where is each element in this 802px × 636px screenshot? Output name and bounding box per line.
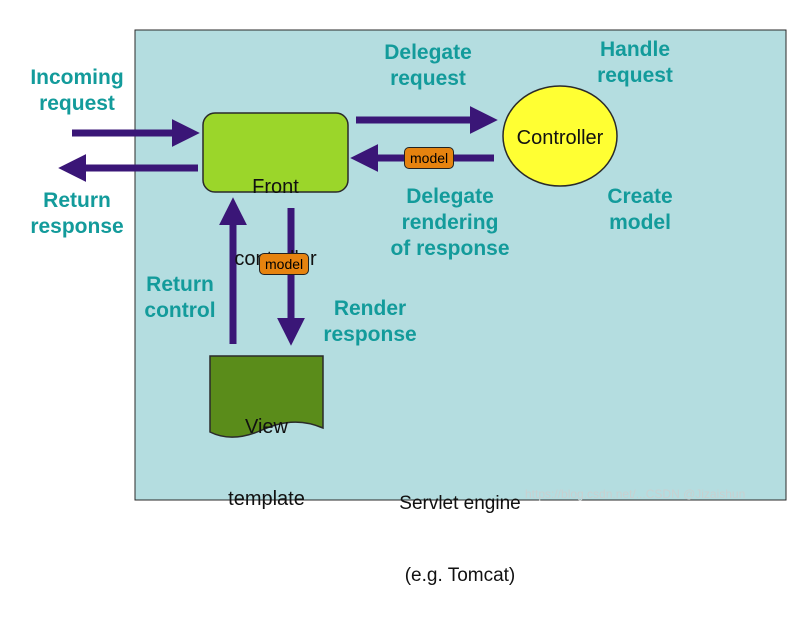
watermark-text: https://blog.csdn.net/...CSDN @Jizaishun bbox=[525, 487, 746, 501]
model-badge-top: model bbox=[404, 147, 455, 169]
label-incoming-request: Incoming request bbox=[30, 66, 124, 115]
view-template-text: View template bbox=[210, 367, 323, 559]
controller-label: Controller bbox=[516, 127, 604, 149]
controller-circle bbox=[502, 85, 618, 187]
view-template-line2: template bbox=[228, 488, 305, 510]
view-template-shape bbox=[209, 355, 324, 438]
model-badge-bottom: model bbox=[259, 253, 310, 275]
diagram-canvas: Front controller Controller View templat… bbox=[30, 29, 787, 586]
label-return-control: Return control bbox=[144, 273, 216, 322]
label-create-model: Create model bbox=[607, 185, 673, 234]
label-render-response: Render response bbox=[323, 297, 417, 346]
label-delegate-request: Delegate request bbox=[384, 41, 472, 90]
front-controller-box bbox=[202, 112, 349, 193]
servlet-engine-line1: Servlet engine bbox=[399, 493, 521, 514]
front-controller-line1: Front bbox=[252, 176, 299, 198]
label-delegate-rendering: Delegate rendering of response bbox=[390, 185, 510, 260]
servlet-engine-label: Servlet engine (e.g. Tomcat) bbox=[370, 444, 550, 636]
label-handle-request: Handle request bbox=[597, 38, 673, 87]
diagram-graphics bbox=[58, 29, 787, 501]
servlet-engine-line2: (e.g. Tomcat) bbox=[404, 565, 516, 586]
view-template-line1: View bbox=[245, 416, 288, 438]
label-return-response: Return response bbox=[30, 189, 124, 238]
